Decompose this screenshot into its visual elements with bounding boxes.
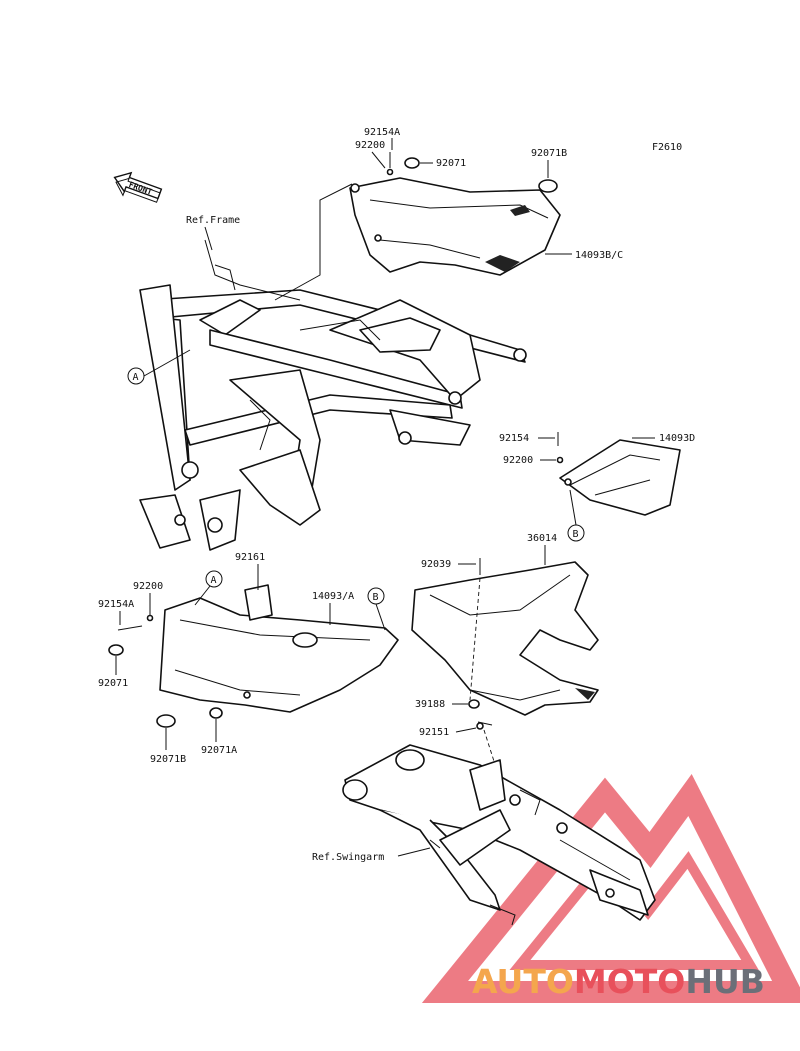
svg-text:A: A (211, 575, 217, 586)
grommet-92071-top (404, 157, 420, 169)
part-label-39188: 39188 (415, 699, 445, 710)
ref-swingarm-label: Ref.Swingarm (312, 852, 384, 863)
watermark-text: AUTOMOTOHUB (472, 962, 765, 1001)
grommet-92071b-top (538, 179, 558, 193)
swingarm-drawing (342, 744, 656, 926)
part-label-92200-top: 92200 (355, 140, 385, 151)
part-label-14093a: 14093/A (312, 591, 354, 602)
callout-a-top: A (127, 349, 191, 385)
part-label-92154a-left: 92154A (98, 599, 134, 610)
part-label-92071a: 92071A (201, 745, 237, 756)
callout-a-bottom: A (194, 570, 223, 606)
grommet-92071b-left (156, 714, 176, 728)
side-cover-14093bc-drawing (349, 177, 561, 276)
part-label-92161: 92161 (235, 552, 265, 563)
washer-39188 (468, 699, 480, 709)
part-label-92071b-left: 92071B (150, 754, 186, 765)
part-label-92071-top: 92071 (436, 158, 466, 169)
part-label-92154-right: 92154 (499, 433, 529, 444)
callout-b-bottom: B (367, 587, 386, 631)
part-label-92200-right: 92200 (503, 455, 533, 466)
part-label-92071b-top: 92071B (531, 148, 567, 159)
part-label-92071-left: 92071 (98, 678, 128, 689)
grommet-92071a (209, 707, 223, 719)
figure-code: F2610 (652, 142, 682, 153)
ref-frame-label: Ref.Frame (186, 215, 240, 226)
frame-drawing (139, 239, 527, 551)
part-label-92200-left: 92200 (133, 581, 163, 592)
svg-text:A: A (133, 372, 139, 383)
part-label-92151: 92151 (419, 727, 449, 738)
part-label-92154a-top: 92154A (364, 127, 400, 138)
side-cover-14093a-drawing (159, 584, 399, 713)
part-label-14093d: 14093D (659, 433, 695, 444)
tab-92161-drawing (244, 584, 273, 621)
part-label-36014: 36014 (527, 533, 557, 544)
grommet-92071-left (108, 644, 124, 656)
rear-fender-36014-drawing (411, 561, 599, 716)
svg-text:B: B (573, 529, 579, 540)
side-cover-14093d-drawing (559, 439, 681, 516)
front-arrow-icon: FRONT (113, 171, 163, 203)
svg-text:B: B (373, 592, 379, 603)
callout-b-top: B (567, 489, 585, 542)
part-label-14093bc: 14093B/C (575, 250, 623, 261)
part-label-92039: 92039 (421, 559, 451, 570)
